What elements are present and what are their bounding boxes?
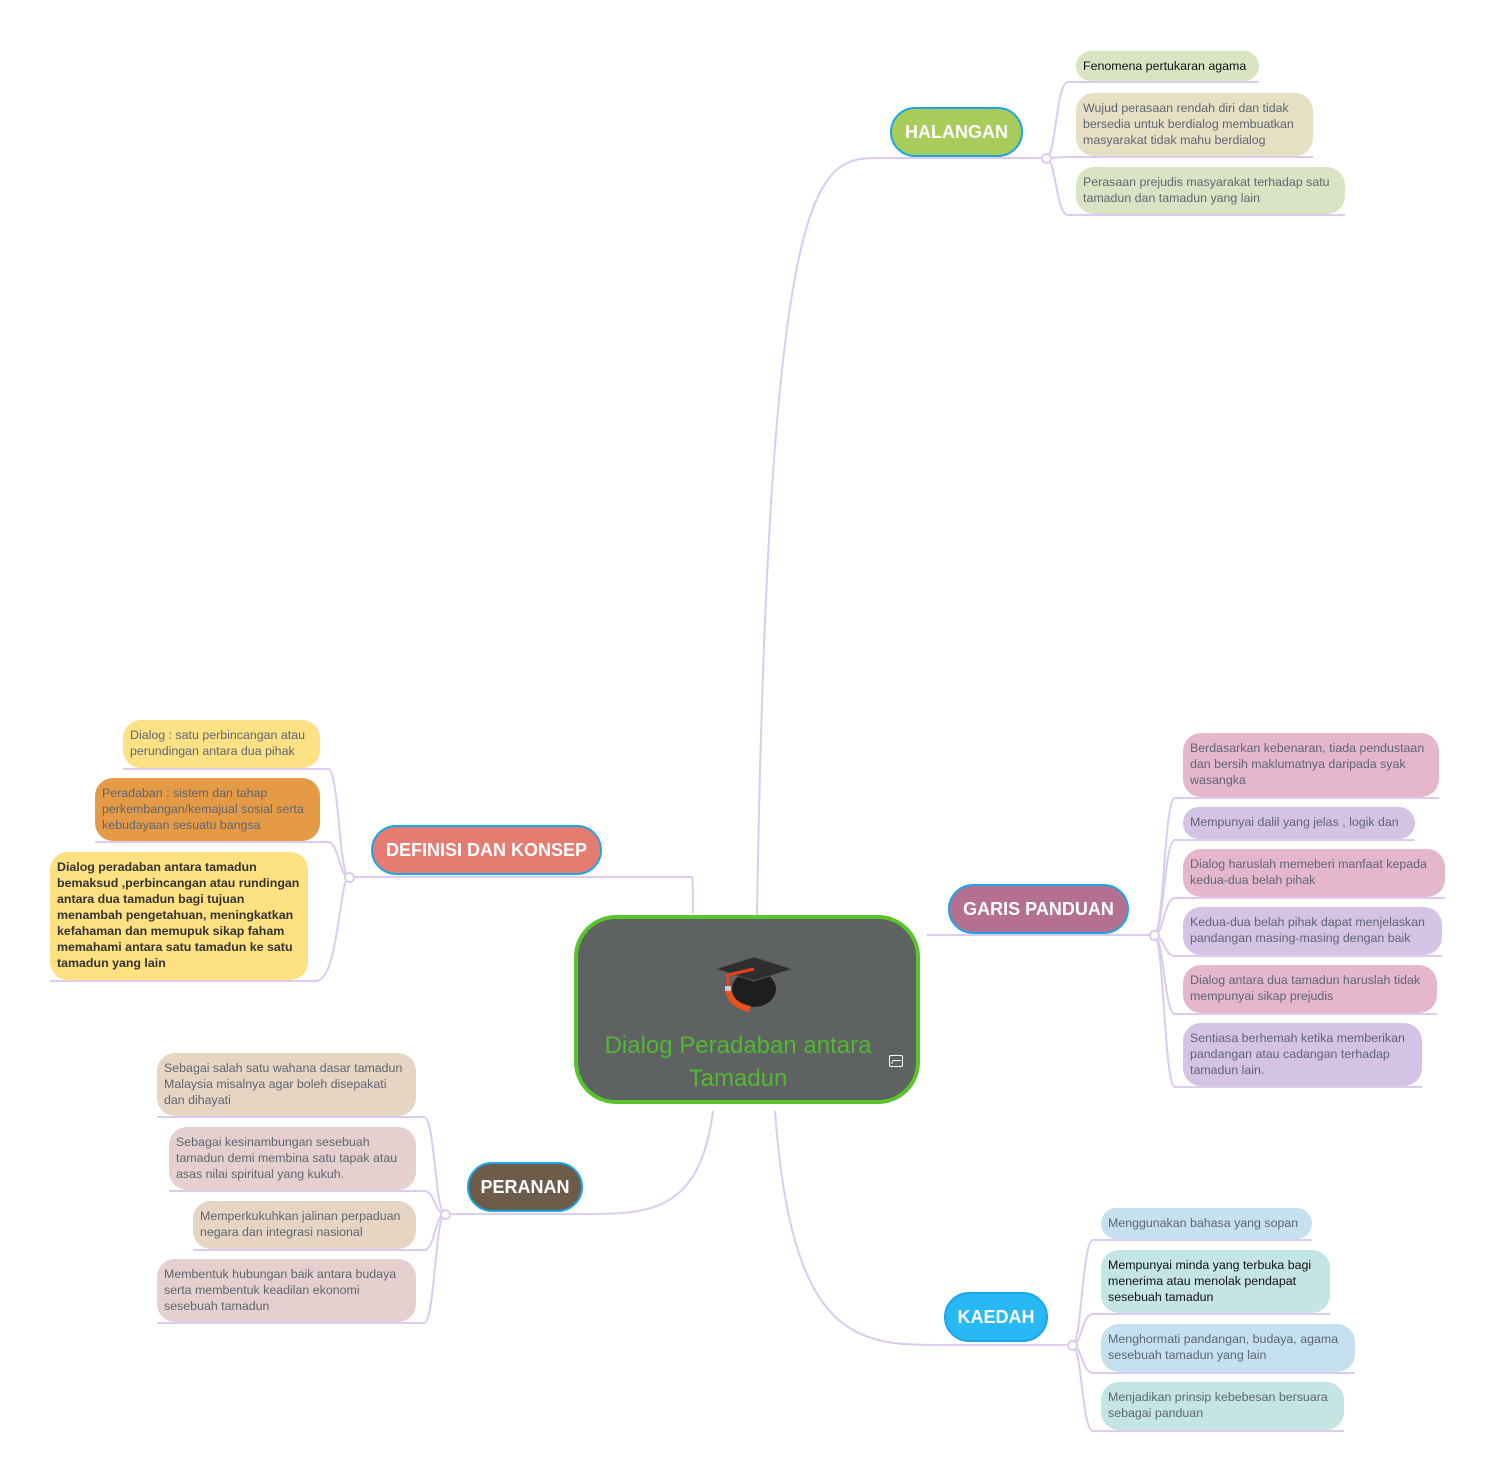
collapse-toggle-peranan[interactable] — [440, 1209, 451, 1220]
subtopic-garis-panduan[interactable]: Berdasarkan kebenaran, tiada pendustaan … — [1183, 733, 1439, 797]
collapse-toggle-halangan[interactable] — [1041, 153, 1052, 164]
image-icon[interactable] — [889, 1055, 903, 1067]
subtopic-garis-panduan[interactable]: Kedua-dua belah pihak dapat menjelaskan … — [1183, 907, 1442, 955]
leaf-link — [1045, 156, 1313, 159]
subtopic-halangan[interactable]: Wujud perasaan rendah diri dan tidak ber… — [1076, 93, 1313, 156]
subtopic-garis-panduan[interactable]: Sentiasa berhemah ketika memberikan pand… — [1183, 1023, 1422, 1086]
topic-garis-panduan[interactable]: GARIS PANDUAN — [948, 884, 1129, 934]
main-link-definisi-dan-konsep — [691, 876, 694, 914]
subtopic-kaedah[interactable]: Menggunakan bahasa yang sopan — [1101, 1208, 1312, 1239]
central-title: Dialog Peradaban antara Tamadun — [604, 1032, 872, 1092]
collapse-toggle-garis-panduan[interactable] — [1149, 930, 1160, 941]
subtopic-peranan[interactable]: Memperkukuhkan jalinan perpaduan negara … — [193, 1201, 416, 1249]
subtopic-definisi-dan-konsep[interactable]: Dialog : satu perbincangan atau perundin… — [123, 720, 320, 768]
leaf-link — [123, 768, 350, 878]
subtopic-peranan[interactable]: Sebagai salah satu wahana dasar tamadun … — [157, 1053, 416, 1116]
subtopic-definisi-dan-konsep[interactable]: Peradaban : sistem dan tahap perkembanga… — [95, 778, 320, 841]
subtopic-peranan[interactable]: Membentuk hubungan baik antara budaya se… — [157, 1259, 416, 1322]
subtopic-definisi-dan-konsep[interactable]: Dialog peradaban antara tamadun bemaksud… — [50, 852, 308, 980]
central-topic[interactable]: Dialog Peradaban antara Tamadun — [574, 915, 920, 1104]
main-link-kaedah — [774, 1110, 945, 1346]
subtopic-halangan[interactable]: Perasaan prejudis masyarakat terhadap sa… — [1076, 167, 1345, 214]
main-link-peranan — [581, 1110, 714, 1215]
topic-peranan[interactable]: PERANAN — [467, 1162, 583, 1212]
subtopic-kaedah[interactable]: Menjadikan prinsip kebebesan bersuara se… — [1101, 1382, 1344, 1430]
subtopic-garis-panduan[interactable]: Mempunyai dalil yang jelas , logik dan — [1183, 807, 1415, 839]
subtopic-kaedah[interactable]: Mempunyai minda yang terbuka bagi meneri… — [1101, 1250, 1330, 1313]
collapse-toggle-kaedah[interactable] — [1067, 1340, 1078, 1351]
leaf-link — [1153, 934, 1422, 1088]
topic-definisi-dan-konsep[interactable]: DEFINISI DAN KONSEP — [371, 825, 602, 875]
subtopic-kaedah[interactable]: Menghormati pandangan, budaya, agama ses… — [1101, 1324, 1355, 1372]
graduation-cap-icon — [714, 956, 794, 1012]
topic-halangan[interactable]: HALANGAN — [890, 107, 1023, 157]
subtopic-garis-panduan[interactable]: Dialog haruslah memeberi manfaat kepada … — [1183, 849, 1445, 897]
subtopic-peranan[interactable]: Sebagai kesinambungan sesebuah tamadun d… — [169, 1127, 416, 1190]
subtopic-garis-panduan[interactable]: Dialog antara dua tamadun haruslah tidak… — [1183, 965, 1437, 1013]
subtopic-halangan[interactable]: Fenomena pertukaran agama — [1076, 51, 1259, 81]
topic-kaedah[interactable]: KAEDAH — [944, 1292, 1048, 1342]
collapse-toggle-definisi-dan-konsep[interactable] — [344, 872, 355, 883]
main-link-halangan — [756, 157, 881, 916]
